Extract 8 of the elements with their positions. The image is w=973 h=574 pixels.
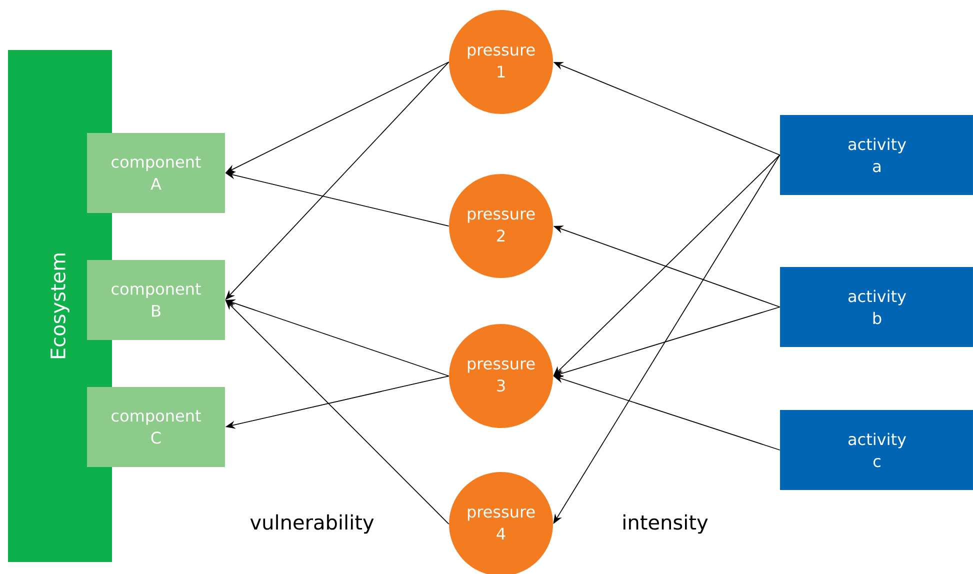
component-box: component A <box>87 133 225 213</box>
activity-box: activity a <box>780 115 973 195</box>
axis-label: intensity <box>624 514 708 534</box>
activity-box: activity c <box>780 410 973 490</box>
activity-box: activity b <box>780 267 973 347</box>
component-box: component B <box>87 260 225 340</box>
component-box: component C <box>87 387 225 467</box>
axis-label: vulnerability <box>250 514 374 534</box>
